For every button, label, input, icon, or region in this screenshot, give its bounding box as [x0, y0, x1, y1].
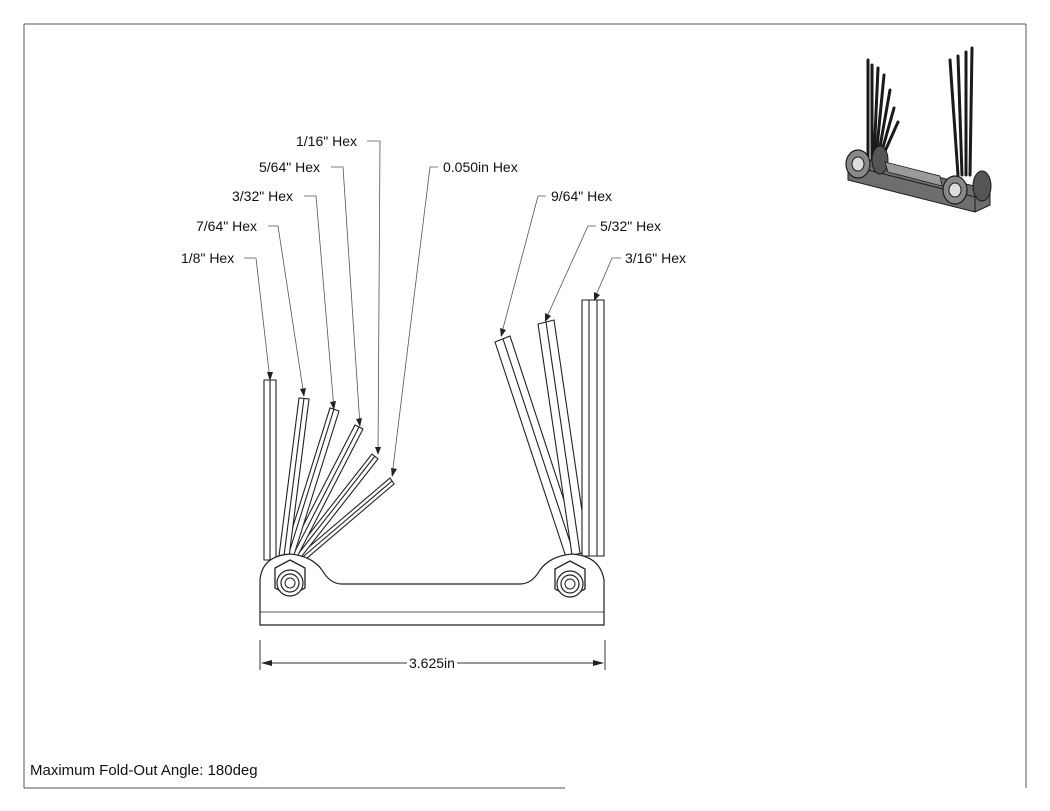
label-3-16-hex: 3/16" Hex	[625, 250, 687, 266]
hex-key-3-16	[581, 299, 605, 557]
leader-lines	[244, 140, 621, 477]
right-hex-keys	[494, 299, 605, 558]
label-3-32-hex: 3/32" Hex	[232, 188, 294, 204]
label-5-32-hex: 5/32" Hex	[600, 218, 662, 234]
tool-body	[259, 553, 605, 626]
left-nut	[274, 559, 306, 597]
isometric-view	[845, 46, 992, 213]
right-nut	[554, 560, 586, 598]
overall-length-dimension: 3.625in	[407, 655, 457, 671]
label-0050in-hex: 0.050in Hex	[443, 159, 518, 175]
leader-arrows	[267, 292, 600, 477]
label-1-16-hex: 1/16" Hex	[296, 133, 358, 149]
label-7-64-hex: 7/64" Hex	[196, 218, 258, 234]
label-5-64-hex: 5/64" Hex	[259, 159, 321, 175]
left-hex-keys	[263, 379, 395, 565]
sheet-border	[23, 23, 1027, 789]
label-1-8-hex: 1/8" Hex	[181, 250, 235, 266]
label-9-64-hex: 9/64" Hex	[551, 188, 613, 204]
fold-out-angle-note: Maximum Fold-Out Angle: 180deg	[30, 762, 258, 779]
